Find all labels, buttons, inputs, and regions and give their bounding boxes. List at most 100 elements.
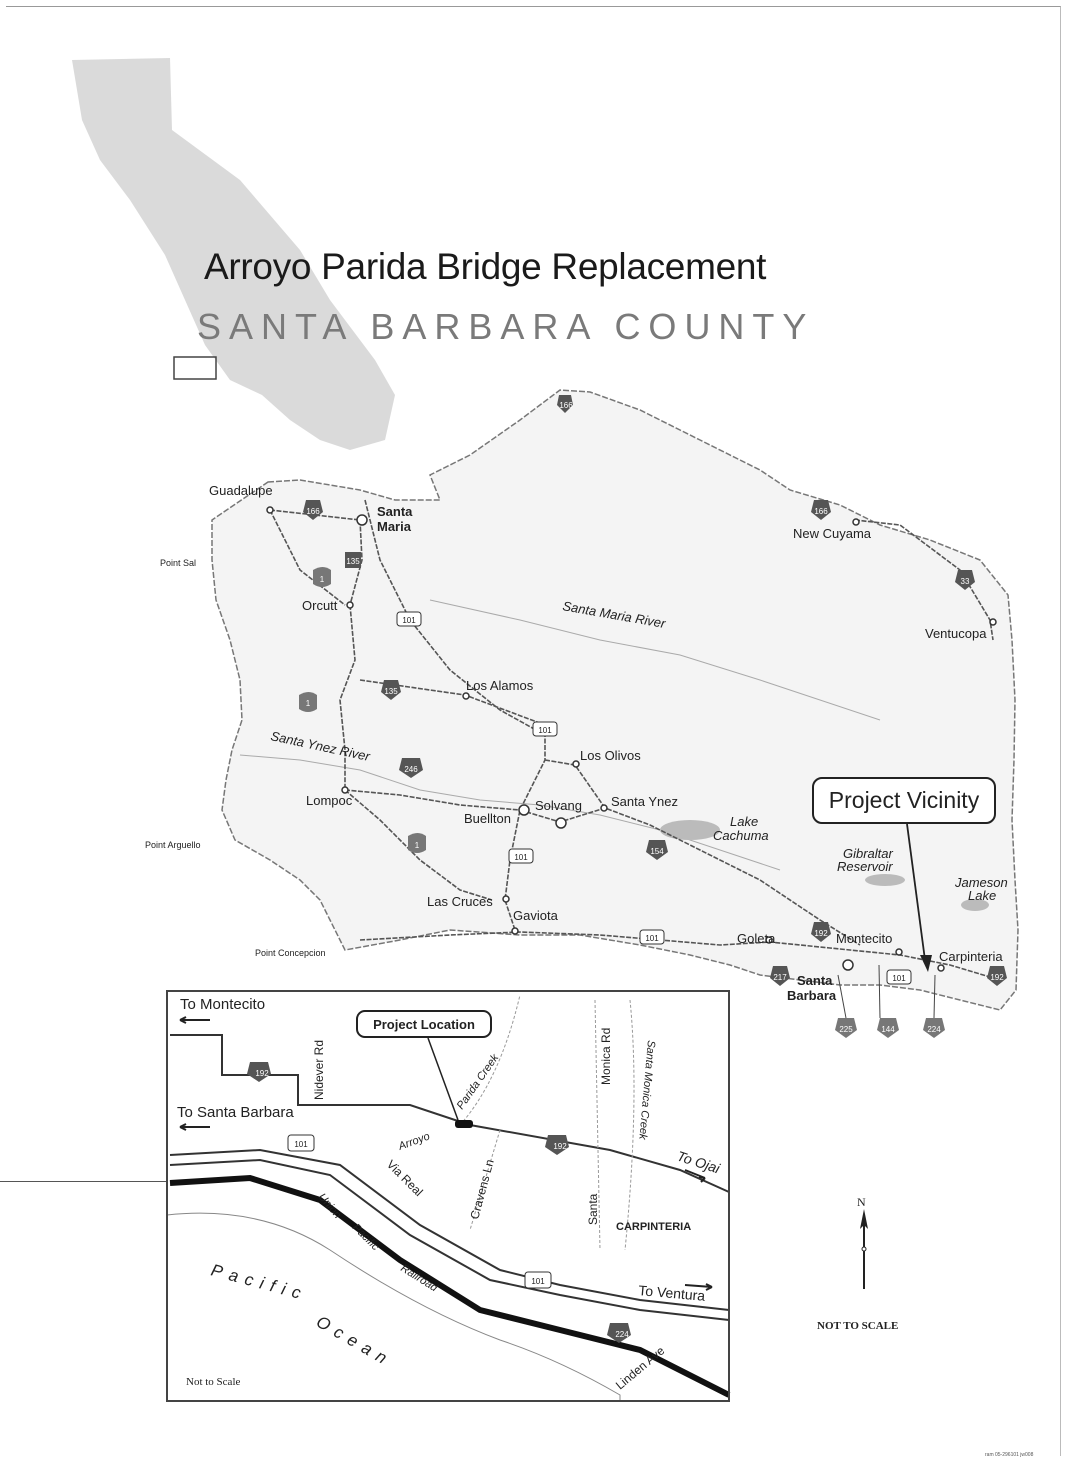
- route-shield-166-a: [557, 395, 573, 413]
- route-shield-144: [877, 1018, 899, 1038]
- north-label: N: [857, 1195, 866, 1209]
- route-number: 101: [645, 934, 659, 943]
- route-shield-154: [646, 840, 668, 860]
- north-arrow-icon: [860, 1209, 868, 1289]
- place-label-guadalupe: Guadalupe: [209, 483, 273, 498]
- california-silhouette: [72, 58, 395, 450]
- project-vicinity-callout: Project Vicinity: [812, 777, 996, 824]
- santa-maria-river-line: [429, 599, 881, 721]
- route-number: 1: [320, 575, 325, 584]
- water-label-gibraltar-2: Reservoir: [837, 859, 893, 874]
- route-shields: [299, 395, 1007, 1038]
- route-number: 224: [615, 1330, 629, 1339]
- route-number: 192: [814, 929, 828, 938]
- route-shield-135-b: [381, 680, 401, 700]
- route-number: 1: [306, 699, 311, 708]
- route-shield-101-inset-a: [287, 1134, 315, 1152]
- route-number: 101: [294, 1140, 308, 1149]
- crop-line: [0, 1181, 166, 1182]
- county-locator-box: [173, 356, 217, 380]
- county-outline: [211, 389, 1019, 1011]
- place-label-santa-barbara-2: Barbara: [787, 988, 837, 1003]
- route-number: 135: [346, 557, 360, 566]
- place-label-point-conception: Point Concepcion: [255, 948, 326, 958]
- route-number: 135: [384, 687, 398, 696]
- route-number: 101: [531, 1277, 545, 1286]
- place-label-santa-maria-2: Maria: [377, 519, 412, 534]
- route-shield-224-inset: [607, 1323, 631, 1343]
- route-shield-224: [923, 1018, 945, 1038]
- water-label-jameson-2: Lake: [968, 888, 996, 903]
- place-label-solvang: Solvang: [535, 798, 582, 813]
- place-label-montecito: Montecito: [836, 931, 892, 946]
- route-shield-1-a: [313, 567, 331, 587]
- route-number: 166: [306, 507, 320, 516]
- route-shield-101-c: [508, 848, 534, 864]
- route-shield-192-inset-b: [545, 1135, 569, 1155]
- vicinity-arrow: [906, 823, 926, 961]
- route-number: 101: [402, 616, 416, 625]
- inset-creeks: [459, 994, 635, 1251]
- route-number: 154: [650, 847, 664, 856]
- route-shield-101-e: [886, 969, 912, 985]
- water-label-lake-cachuma-2: Cachuma: [713, 828, 769, 843]
- route-shield-1-c: [408, 833, 426, 853]
- inset-railroad: [169, 1174, 731, 1398]
- lake-cachuma-shape: [660, 820, 720, 840]
- route-number: 225: [839, 1025, 853, 1034]
- route-shield-192-inset-a: [247, 1062, 271, 1082]
- place-label-santa-maria-1: Santa: [377, 504, 413, 519]
- route-shield-101-a: [396, 611, 422, 627]
- route-number: 166: [814, 507, 828, 516]
- water-label-gibraltar-1: Gibraltar: [843, 846, 894, 861]
- route-number: 192: [553, 1142, 567, 1151]
- place-label-goleta: Goleta: [737, 931, 776, 946]
- route-shield-101-d: [639, 929, 665, 945]
- place-label-orcutt: Orcutt: [302, 598, 338, 613]
- route-shield-135-a: [345, 552, 361, 568]
- place-label-los-olivos: Los Olivos: [580, 748, 641, 763]
- not-to-scale-label: NOT TO SCALE: [817, 1320, 899, 1332]
- inset-roads: [169, 1034, 730, 1321]
- place-label-santa-ynez: Santa Ynez: [611, 794, 678, 809]
- place-label-point-arguello: Point Arguello: [145, 840, 201, 850]
- inset-map: [166, 991, 731, 1402]
- route-shield-246: [399, 758, 423, 778]
- arrow-to-montecito: [179, 1016, 210, 1024]
- route-number: 101: [892, 974, 906, 983]
- route-shield-192-b: [987, 966, 1007, 986]
- route-shield-192-a: [811, 922, 831, 942]
- label-nidever-rd: Nidever Rd: [312, 1040, 326, 1100]
- inset-route-numbers: 192 101 192 101 224: [255, 1069, 629, 1339]
- inset-ocean: [166, 1212, 621, 1402]
- place-label-gaviota: Gaviota: [513, 908, 559, 923]
- route-shield-166-c: [811, 500, 831, 520]
- arrow-to-ojai: [684, 1169, 706, 1183]
- north-arrow: N: [852, 1195, 876, 1305]
- label-monica-rd: Monica Rd: [599, 1028, 613, 1085]
- arrow-to-ventura: [684, 1283, 713, 1291]
- page-border: [6, 6, 1061, 1456]
- route-shield-217: [770, 966, 790, 986]
- place-label-buellton: Buellton: [464, 811, 511, 826]
- route-number: 246: [404, 765, 418, 774]
- inset-frame: [166, 990, 730, 1402]
- label-carpinteria-inset: CARPINTERIA: [616, 1221, 691, 1233]
- place-label-new-cuyama: New Cuyama: [793, 526, 872, 541]
- gibraltar-reservoir-shape: [865, 874, 905, 886]
- route-number: 101: [514, 853, 528, 862]
- route-number: 217: [773, 973, 787, 982]
- route-shield-33: [955, 570, 975, 590]
- route-numbers: 166 166 166 135 135 1 1 1 246 154 33 101…: [306, 401, 1004, 1034]
- water-label-jameson-1: Jameson: [954, 875, 1008, 890]
- place-label-lompoc: Lompoc: [306, 793, 353, 808]
- project-location-callout: Project Location: [356, 1010, 492, 1038]
- route-number: 1: [415, 841, 420, 850]
- route-shield-166-b: [303, 500, 323, 520]
- drawing-id: ram 05-296101 jw008: [985, 1452, 1034, 1458]
- route-number: 166: [559, 401, 573, 410]
- label-to-montecito: To Montecito: [180, 996, 265, 1013]
- page-subtitle: SANTA BARBARA COUNTY: [197, 306, 815, 347]
- route-shield-101-b: [532, 721, 558, 737]
